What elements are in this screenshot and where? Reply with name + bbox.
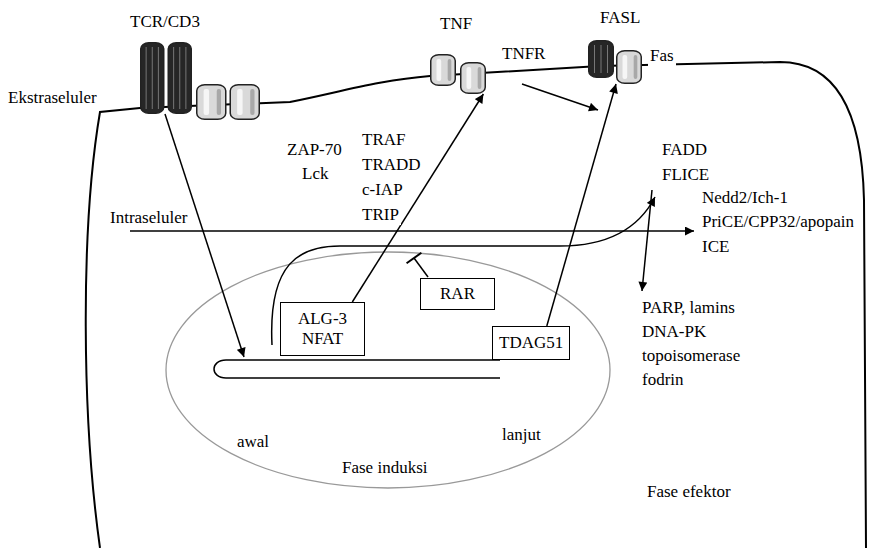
receptor-hatch bbox=[601, 45, 602, 73]
light-receptor bbox=[461, 63, 486, 94]
dark-receptor bbox=[168, 43, 191, 114]
receptor-label: TNFR bbox=[500, 44, 547, 64]
receptor-shade bbox=[634, 55, 638, 79]
signal-arrow bbox=[165, 114, 244, 357]
light-receptor bbox=[617, 51, 642, 84]
receptor-node: TNF bbox=[430, 54, 456, 86]
diagram-label: Fase efektor bbox=[645, 482, 733, 502]
receptor-label: FASL bbox=[598, 8, 642, 28]
diagram-label: PriCE/CPP32/apopain bbox=[700, 212, 856, 232]
nucleus-outline bbox=[166, 252, 610, 488]
light-receptor bbox=[197, 85, 226, 120]
diagram-label: TRAF bbox=[360, 130, 407, 150]
signal-arrow bbox=[522, 84, 598, 110]
gene-name: RAR bbox=[440, 284, 475, 304]
receptor-shade bbox=[217, 89, 221, 115]
signal-arrow bbox=[130, 230, 694, 232]
receptor-hatch bbox=[152, 47, 153, 109]
gene-name: NFAT bbox=[302, 329, 343, 349]
diagram-label: topoisomerase bbox=[640, 346, 742, 366]
receptor-node: TCR/CD3 bbox=[140, 42, 192, 114]
receptor-node: ZAP-70Lck bbox=[196, 84, 260, 120]
gene-box: TDAG51 bbox=[492, 326, 570, 360]
gene-box: RAR bbox=[420, 278, 495, 310]
diagram-label: Fase induksi bbox=[340, 458, 429, 478]
receptor-hatch bbox=[158, 47, 159, 109]
diagram-label: FLICE bbox=[660, 165, 711, 185]
receptor-node: Fas bbox=[616, 50, 642, 84]
diagram-label: TRADD bbox=[360, 155, 423, 175]
diagram-label: PARP, lamins bbox=[640, 298, 737, 318]
signal-connector bbox=[352, 94, 483, 302]
diagram-label: fodrin bbox=[640, 370, 686, 390]
receptor-highlight bbox=[204, 89, 209, 115]
receptor-hatch bbox=[185, 47, 186, 109]
gene-name: ALG-3 bbox=[298, 309, 347, 329]
diagram-label: lanjut bbox=[500, 425, 543, 445]
gene-name: TDAG51 bbox=[499, 333, 563, 353]
dark-receptor bbox=[589, 41, 614, 78]
diagram-label: TRIP bbox=[360, 205, 401, 225]
receptor-label: ZAP-70 bbox=[285, 140, 344, 160]
gene-box: ALG-3NFAT bbox=[280, 302, 365, 356]
cell-membrane bbox=[86, 62, 866, 548]
diagram-label: Intraseluler bbox=[108, 208, 189, 228]
diagram-label: Ekstraseluler bbox=[6, 88, 99, 108]
diagram-label: awal bbox=[235, 432, 271, 452]
receptor-highlight bbox=[437, 59, 442, 81]
receptor-hatch bbox=[173, 47, 174, 109]
receptor-shape bbox=[588, 40, 614, 78]
receptor-highlight bbox=[237, 89, 242, 115]
receptor-hatch bbox=[594, 45, 595, 73]
inhibition-bar bbox=[407, 253, 422, 263]
diagram-label: c-IAP bbox=[360, 180, 405, 200]
dark-receptor bbox=[141, 43, 164, 114]
receptor-shade bbox=[250, 89, 254, 115]
receptor-hatch bbox=[146, 47, 147, 109]
receptor-hatch bbox=[607, 45, 608, 73]
light-receptor bbox=[431, 55, 456, 86]
receptor-node: FASL bbox=[588, 40, 614, 78]
receptor-label: TNF bbox=[438, 14, 474, 34]
diagram-label: FADD bbox=[660, 140, 709, 160]
receptor-shape bbox=[460, 62, 486, 94]
inhibition-line bbox=[414, 258, 428, 277]
receptor-label: Lck bbox=[300, 164, 330, 184]
diagram-label: ICE bbox=[700, 237, 731, 257]
receptor-shape bbox=[196, 84, 260, 120]
receptor-node: TNFR bbox=[460, 62, 486, 94]
receptor-hatch bbox=[179, 47, 180, 109]
receptor-shape bbox=[430, 54, 456, 86]
diagram-label: Nedd2/Ich-1 bbox=[700, 188, 790, 208]
receptor-highlight bbox=[467, 67, 472, 89]
receptor-shape bbox=[616, 50, 642, 84]
receptor-label: Fas bbox=[648, 46, 676, 66]
receptor-label: TCR/CD3 bbox=[128, 12, 202, 32]
receptor-highlight bbox=[623, 55, 628, 79]
chromosome-bar bbox=[214, 360, 500, 378]
signal-arrow bbox=[272, 197, 655, 345]
receptor-shade bbox=[448, 59, 452, 81]
receptor-shape bbox=[140, 42, 192, 114]
diagram-label: DNA-PK bbox=[640, 322, 708, 342]
signal-arrow bbox=[642, 190, 652, 291]
light-receptor bbox=[230, 85, 259, 120]
signal-connector bbox=[547, 84, 616, 326]
receptor-shade bbox=[478, 67, 482, 89]
